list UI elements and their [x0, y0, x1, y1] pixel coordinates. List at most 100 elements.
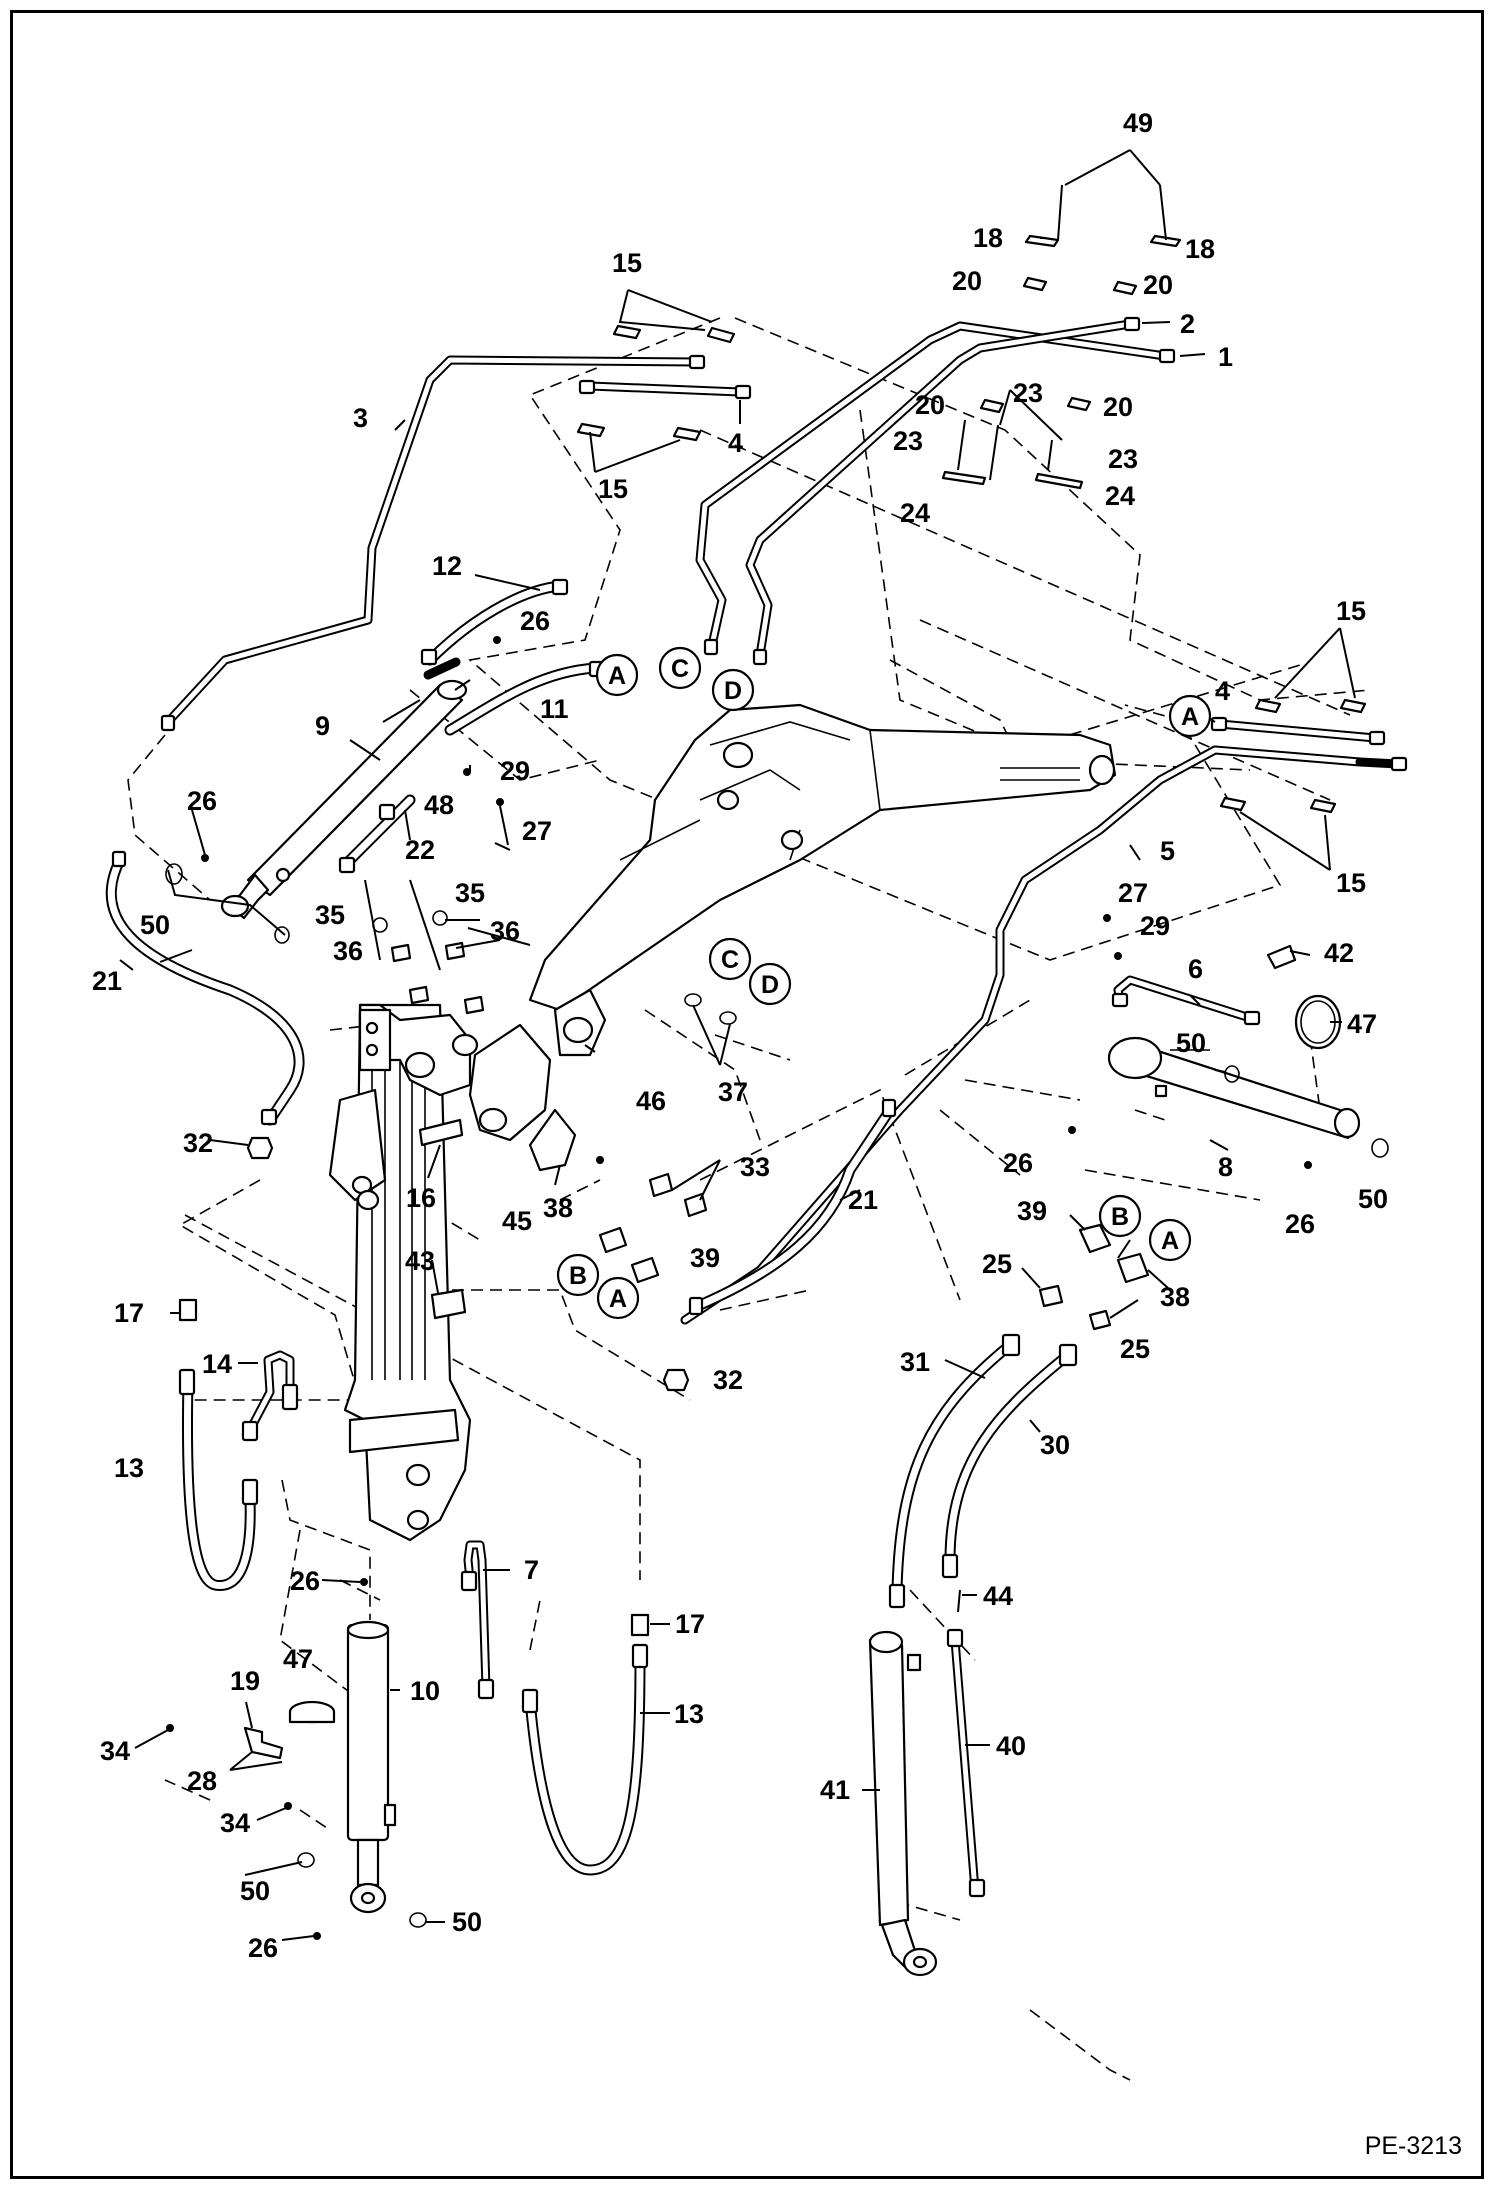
callout-46: 46	[636, 1086, 666, 1116]
callout-27: 27	[522, 816, 552, 846]
drawing-number: PE-3213	[1364, 2132, 1462, 2160]
callout-35: 35	[315, 900, 345, 930]
callout-24: 24	[900, 498, 930, 528]
svg-text:C: C	[721, 946, 739, 974]
svg-text:D: D	[724, 677, 742, 705]
callout-45: 45	[502, 1206, 532, 1236]
callout-6: 6	[1188, 954, 1203, 984]
callout-42: 42	[1324, 938, 1354, 968]
callout-16: 16	[406, 1183, 436, 1213]
cylinders	[220, 679, 1361, 1977]
callout-23: 23	[1108, 444, 1138, 474]
callout-1: 1	[1218, 342, 1233, 372]
callout-26: 26	[290, 1566, 320, 1596]
callout-50: 50	[140, 910, 170, 940]
callout-26: 26	[248, 1933, 278, 1963]
callout-15: 15	[598, 474, 628, 504]
callout-21: 21	[848, 1185, 878, 1215]
callout-50: 50	[240, 1876, 270, 1906]
callout-12: 12	[432, 551, 462, 581]
callout-35: 35	[455, 878, 485, 908]
callout-37: 37	[718, 1077, 748, 1107]
callout-11: 11	[540, 694, 569, 724]
ref-marker-a: A	[596, 1276, 640, 1320]
callout-15: 15	[1336, 868, 1366, 898]
callout-48: 48	[424, 790, 454, 820]
ref-marker-a: A	[595, 653, 639, 697]
ref-marker-b: B	[556, 1253, 600, 1297]
ref-marker-c: C	[708, 937, 752, 981]
callout-20: 20	[1143, 270, 1173, 300]
ref-marker-d: D	[711, 668, 755, 712]
callout-10: 10	[410, 1676, 440, 1706]
callout-7: 7	[524, 1555, 539, 1585]
callout-18: 18	[973, 223, 1003, 253]
callout-20: 20	[915, 390, 945, 420]
callout-8: 8	[1218, 1152, 1233, 1182]
callout-25: 25	[1120, 1334, 1150, 1364]
callout-13: 13	[114, 1453, 144, 1483]
callout-23: 23	[893, 426, 923, 456]
callout-18: 18	[1185, 234, 1215, 264]
callout-20: 20	[1103, 392, 1133, 422]
callout-41: 41	[820, 1775, 850, 1805]
callout-26: 26	[1285, 1209, 1315, 1239]
callout-13: 13	[674, 1699, 704, 1729]
svg-text:A: A	[609, 1285, 627, 1313]
callout-39: 39	[1017, 1196, 1047, 1226]
callout-5: 5	[1160, 836, 1175, 866]
callout-33: 33	[740, 1152, 770, 1182]
callout-21: 21	[92, 966, 122, 996]
callout-50: 50	[1176, 1028, 1206, 1058]
callout-9: 9	[315, 711, 330, 741]
callout-32: 32	[713, 1365, 743, 1395]
ref-marker-b: B	[1098, 1194, 1142, 1238]
callout-38: 38	[1160, 1282, 1190, 1312]
callout-50: 50	[1358, 1184, 1388, 1214]
ref-marker-c: C	[658, 646, 702, 690]
callout-20: 20	[952, 266, 982, 296]
callout-15: 15	[1336, 596, 1366, 626]
callout-26: 26	[520, 606, 550, 636]
svg-text:D: D	[761, 971, 779, 999]
reference-markers: A C D A C D B	[556, 646, 1212, 1320]
callout-25: 25	[982, 1249, 1012, 1279]
leader-lines	[119, 149, 1356, 1941]
svg-text:A: A	[608, 662, 626, 690]
callout-15: 15	[612, 248, 642, 278]
callout-22: 22	[405, 835, 435, 865]
svg-text:A: A	[1181, 703, 1199, 731]
ref-marker-d: D	[748, 962, 792, 1006]
callout-36: 36	[490, 916, 520, 946]
assembly-dash-lines	[127, 317, 1371, 2081]
drawing-border	[10, 10, 1484, 2179]
callout-47: 47	[283, 1644, 313, 1674]
callout-31: 31	[900, 1347, 930, 1377]
callout-47: 47	[1347, 1009, 1377, 1039]
callout-36: 36	[333, 936, 363, 966]
callout-49: 49	[1123, 108, 1153, 138]
callout-39: 39	[690, 1243, 720, 1273]
svg-text:B: B	[1111, 1203, 1129, 1231]
callout-4: 4	[728, 428, 743, 458]
callout-43: 43	[405, 1246, 435, 1276]
fittings-and-hardware	[111, 184, 1408, 1940]
callout-38: 38	[543, 1193, 573, 1223]
callout-26: 26	[187, 786, 217, 816]
callout-17: 17	[675, 1609, 705, 1639]
svg-text:A: A	[1161, 1227, 1179, 1255]
callout-50: 50	[452, 1907, 482, 1937]
ref-marker-a: A	[1168, 694, 1212, 738]
callout-numbers: 1 2 3 4 4 5 6 7 8 9 10 11 12 13 13 14 15…	[92, 108, 1388, 1963]
callout-17: 17	[114, 1298, 144, 1328]
callout-28: 28	[187, 1766, 217, 1796]
callout-40: 40	[996, 1731, 1026, 1761]
svg-text:B: B	[569, 1262, 587, 1290]
callout-23: 23	[1013, 378, 1043, 408]
callout-34: 34	[100, 1736, 130, 1766]
callout-44: 44	[983, 1581, 1013, 1611]
callout-29: 29	[1140, 911, 1170, 941]
callout-29: 29	[500, 756, 530, 786]
